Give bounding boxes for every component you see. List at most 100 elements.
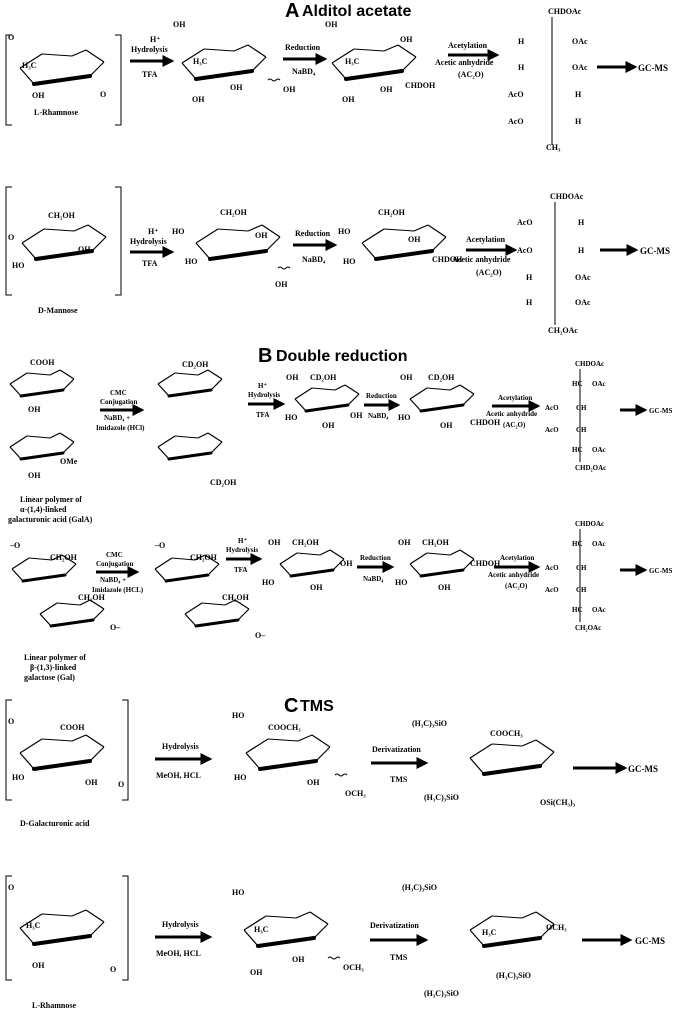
a1r-chdoh: CHDOH bbox=[405, 81, 436, 90]
a1-o2-label: O bbox=[100, 90, 106, 99]
a1-reduction: Reduction bbox=[285, 43, 321, 52]
a1a-oac2: OAc bbox=[572, 37, 588, 46]
a1-caption: L-Rhamnose bbox=[34, 108, 78, 117]
b1-gala-reduced-polymer: CD₂OH CD₂OH bbox=[156, 360, 237, 487]
b2g-oh4: OH bbox=[268, 538, 281, 547]
b1a-hc5: HC bbox=[572, 446, 583, 454]
b1-conjugation: Conjugation bbox=[100, 398, 137, 406]
a1-hydrolysis: Hydrolysis bbox=[131, 45, 168, 54]
a1h-oh1: OH bbox=[283, 85, 296, 94]
c1-tms-derivative: (H₃C)₃SiO COOCH₃ (H₃C)₃SiO OSi(CH₃)₃ GC-… bbox=[412, 719, 658, 807]
c1-arrow-1: Hydrolysis MeOH, HCL bbox=[155, 742, 213, 780]
section-a-header: A Alditol acetate bbox=[285, 0, 411, 22]
b2-o-minus-r: O– bbox=[110, 623, 121, 632]
a2h-ho4: HO bbox=[172, 227, 184, 236]
b2-nabd4: NaBD₄ bbox=[363, 575, 384, 583]
b1-arrow-2: H⁺ Hydrolysis TFA bbox=[248, 382, 286, 419]
c2-caption: L-Rhamnose bbox=[32, 1001, 76, 1010]
b1-oh-b: OH bbox=[28, 471, 41, 480]
c1-galacturonic-polymer: O COOH HO OH O D-Galacturonic acid bbox=[5, 699, 129, 828]
b1-nabd4plus: NaBD₄ + bbox=[104, 414, 130, 422]
b2-caption-1: Linear polymer of bbox=[24, 653, 86, 662]
c2t-h3c: H₃C bbox=[482, 928, 497, 937]
a2h-ch2oh: CH₂OH bbox=[220, 208, 248, 217]
a2a-aco3: AcO bbox=[517, 246, 533, 255]
c1m-ho3: HO bbox=[234, 773, 246, 782]
c1-meoh-hcl: MeOH, HCL bbox=[156, 771, 201, 780]
a2-alditol-acetate: CHDOAc AcO H AcO H H OAc H OAc CH₂OAc GC… bbox=[517, 192, 670, 335]
c2-gcms: GC-MS bbox=[635, 936, 665, 946]
b2-galactose: OH CH₂OH HO OH OH bbox=[262, 538, 353, 592]
a1a-chdoac: CHDOAc bbox=[548, 7, 582, 16]
b1a-ch4: CH bbox=[576, 426, 587, 434]
b1-arrow-4: Acetylation Acetic anhydride (AC₂O) bbox=[486, 394, 541, 429]
a2a-h5: H bbox=[526, 298, 533, 307]
b1r-cd2oh-a: CD₂OH bbox=[182, 360, 209, 369]
c1-o-right: O bbox=[118, 780, 124, 789]
a2a-aco2: AcO bbox=[517, 218, 533, 227]
b1-arrow-1: CMC Conjugation NaBD₄ + Imidazole (HCl) bbox=[96, 389, 145, 432]
a1-hplus: H⁺ bbox=[150, 35, 160, 44]
section-c-header: C TMS bbox=[284, 695, 334, 717]
c2-tms: TMS bbox=[390, 953, 408, 962]
a2-acetylation: Acetylation bbox=[466, 235, 506, 244]
a1-rhamnose-hydrolyzed: OH H₃C OH OH OH bbox=[173, 20, 296, 104]
a2a-h2: H bbox=[578, 218, 585, 227]
b1-acetylation: Acetylation bbox=[498, 394, 532, 402]
b2g-ch2oh: CH₂OH bbox=[292, 538, 320, 547]
c1m-cooch3: COOCH₃ bbox=[268, 723, 301, 732]
b2a-aco4: AcO bbox=[545, 586, 559, 594]
b2-tfa: TFA bbox=[234, 566, 247, 574]
a2r-ho3: HO bbox=[343, 257, 355, 266]
b1-oh-a: OH bbox=[28, 405, 41, 414]
section-a-letter: A bbox=[285, 0, 299, 22]
b1d-ho: HO bbox=[398, 413, 410, 422]
b1-caption-1: Linear polymer of bbox=[20, 495, 82, 504]
b1-hplus: H⁺ bbox=[258, 382, 267, 390]
b1a-chdoac: CHDOAc bbox=[575, 360, 604, 368]
c2-h3c: H₃C bbox=[26, 921, 41, 930]
b2-hydrolysis: Hydrolysis bbox=[226, 546, 258, 554]
a2-hplus: H⁺ bbox=[148, 227, 158, 236]
a1-anhydride: Acetic anhydride bbox=[435, 58, 494, 67]
b2-reduction: Reduction bbox=[360, 554, 391, 562]
b2a-hc2: HC bbox=[572, 540, 583, 548]
c2m-h3c: H₃C bbox=[254, 925, 269, 934]
a1h-h3c: H₃C bbox=[193, 57, 208, 66]
a1h-oh3: OH bbox=[192, 95, 205, 104]
b1-galactitol-d: OH CD₂OH HO OH CHDOH bbox=[398, 373, 501, 430]
b2-galactitol: OH CH₂OH HO OH CHDOH bbox=[395, 538, 501, 592]
b2-imidazole: Imidazole (HCL) bbox=[92, 586, 144, 594]
b1-arrow-3: Reduction NaBD₄ bbox=[364, 392, 401, 420]
b1-cmc: CMC bbox=[110, 389, 127, 397]
b2d-ch2oh: CH₂OH bbox=[422, 538, 450, 547]
b1-galactose-d2: OH CD₂OH HO OH OH bbox=[285, 373, 363, 430]
c2m-ho4: HO bbox=[232, 888, 244, 897]
c1-o-left: O bbox=[8, 717, 14, 726]
b2-o-minus: –O bbox=[9, 541, 20, 550]
b1r-cd2oh-b: CD₂OH bbox=[210, 478, 237, 487]
a2r-chdoh: CHDOH bbox=[432, 255, 463, 264]
a2h-ho3: HO bbox=[185, 257, 197, 266]
b2a-aco3: AcO bbox=[545, 564, 559, 572]
c1-hydrolysis: Hydrolysis bbox=[162, 742, 199, 751]
a1-alditol-acetate: CHDOAc H OAc H OAc AcO H AcO H CH₃ GC-MS bbox=[508, 7, 668, 152]
section-b-letter: B bbox=[258, 345, 272, 367]
a2-anhydride: Acetic anhydride bbox=[452, 255, 511, 264]
c1-cooh: COOH bbox=[60, 723, 85, 732]
a2-caption: D-Mannose bbox=[38, 306, 78, 315]
b1-caption-3: galacturonic acid (GalA) bbox=[8, 515, 93, 524]
c1t-sime3-4: (H₃C)₃SiO bbox=[412, 719, 447, 728]
a2r-ho4: HO bbox=[338, 227, 350, 236]
a2r-oh2: OH bbox=[408, 235, 421, 244]
b2d-ho: HO bbox=[395, 578, 407, 587]
b2-gal-polymer: –O CH₂OH CH₂OH O– Linear polymer of β-(1… bbox=[9, 541, 121, 682]
a2a-oac4: OAc bbox=[575, 273, 591, 282]
c2m-och3: OCH₃ bbox=[343, 963, 364, 972]
b2d-oh2: OH bbox=[438, 583, 451, 592]
b1d-oh2: OH bbox=[440, 421, 453, 430]
b1g-oh4: OH bbox=[286, 373, 299, 382]
b1a-hc2: HC bbox=[572, 380, 583, 388]
a2-arrow-2: Reduction NaBD₄ bbox=[293, 229, 338, 264]
